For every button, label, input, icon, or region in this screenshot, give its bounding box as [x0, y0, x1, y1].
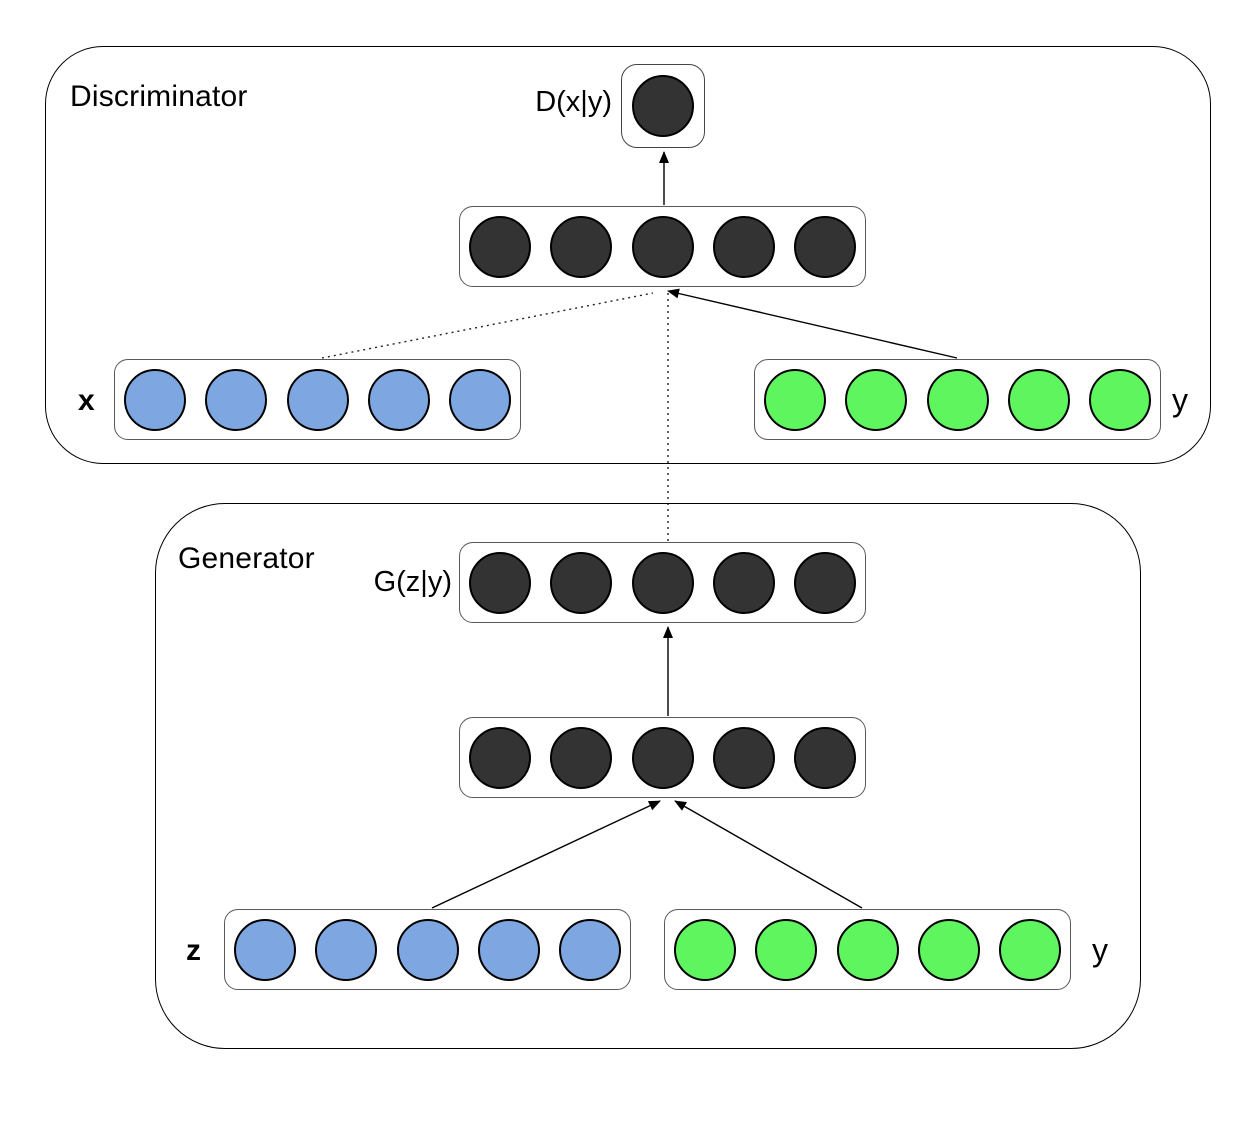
- discriminator-title: Discriminator: [70, 80, 248, 113]
- node-circle: [124, 368, 186, 431]
- input-y-layer-generator: [664, 909, 1071, 990]
- generator-box: [155, 503, 1141, 1049]
- node-circle: [631, 215, 694, 278]
- node-circle: [469, 215, 531, 278]
- input-x-label: x: [78, 384, 95, 417]
- discriminator-output-node: [621, 64, 705, 148]
- node-circle: [712, 551, 775, 614]
- generator-output-layer: [459, 542, 866, 623]
- node-circle: [559, 918, 621, 981]
- node-circle: [550, 215, 613, 278]
- node-circle: [234, 918, 296, 981]
- node-circle: [631, 726, 694, 789]
- node-circle: [926, 368, 989, 431]
- node-circle: [205, 368, 268, 431]
- input-y-label-discriminator: y: [1172, 382, 1188, 418]
- node-circle: [477, 918, 540, 981]
- node-circle: [794, 215, 856, 278]
- node-circle: [836, 918, 899, 981]
- node-circle: [315, 918, 378, 981]
- generator-hidden-layer: [459, 717, 866, 798]
- generator-output-formula: G(z|y): [373, 566, 452, 598]
- input-z-label: z: [186, 934, 201, 967]
- node-circle: [550, 551, 613, 614]
- node-circle: [845, 368, 908, 431]
- input-x-layer: [114, 359, 521, 440]
- input-z-layer: [224, 909, 631, 990]
- node-circle: [469, 551, 531, 614]
- node-circle: [631, 551, 694, 614]
- node-circle: [712, 215, 775, 278]
- node-circle: [712, 726, 775, 789]
- node-circle: [764, 368, 826, 431]
- node-circle: [917, 918, 980, 981]
- node-circle: [449, 368, 511, 431]
- generator-title: Generator: [178, 542, 315, 575]
- node-circle: [1089, 368, 1151, 431]
- discriminator-hidden-layer: [459, 206, 866, 287]
- node-circle: [999, 918, 1061, 981]
- discriminator-output-formula: D(x|y): [535, 86, 612, 118]
- node-circle: [674, 918, 736, 981]
- node-circle: [632, 75, 694, 137]
- node-circle: [550, 726, 613, 789]
- discriminator-box: [45, 46, 1211, 464]
- node-circle: [286, 368, 349, 431]
- node-circle: [794, 551, 856, 614]
- input-y-label-generator: y: [1092, 932, 1108, 968]
- node-circle: [469, 726, 531, 789]
- input-y-layer-discriminator: [754, 359, 1161, 440]
- node-circle: [367, 368, 430, 431]
- node-circle: [755, 918, 818, 981]
- node-circle: [1007, 368, 1070, 431]
- node-circle: [794, 726, 856, 789]
- node-circle: [396, 918, 459, 981]
